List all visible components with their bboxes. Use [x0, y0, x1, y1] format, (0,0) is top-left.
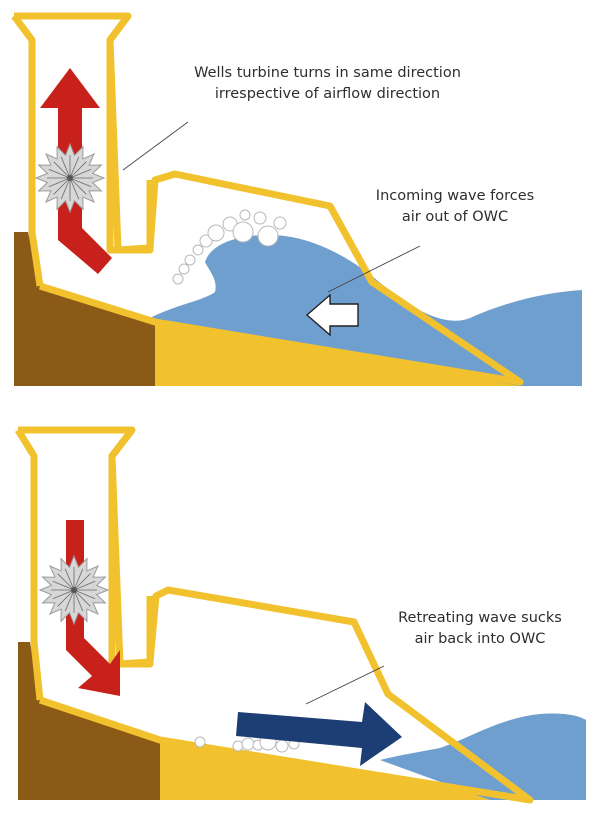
turbine-spoke [69, 177, 92, 188]
incoming-wave-label: Incoming wave forces air out of OWC [345, 186, 565, 228]
airflow-arrow-down [66, 520, 120, 696]
turbine-note-line-1: Wells turbine turns in same direction [194, 65, 461, 81]
turbine-spoke [64, 568, 75, 591]
turbine-spoke [69, 161, 87, 179]
turbine-spoke [57, 589, 75, 607]
turbine-spoke [73, 589, 91, 607]
turbine-spoke [53, 161, 71, 179]
chimney [11, 12, 154, 287]
turbine-spoke [48, 168, 71, 179]
turbine-spoke [48, 177, 71, 188]
turbine-spoke [73, 573, 91, 591]
turbine-spoke [57, 573, 75, 591]
incoming-wave-line-1: Incoming wave forces [375, 188, 535, 204]
turbine-note-line-2: irrespective of airflow direction [214, 86, 441, 102]
retreating-wave-line-1: Retreating wave sucks [398, 610, 562, 626]
turbine-spoke [69, 177, 87, 195]
turbine-spoke [52, 589, 75, 600]
turbine-pointer-line [122, 121, 189, 171]
foam-bubbles [172, 209, 287, 285]
turbine-spoke [69, 168, 92, 179]
wells-turbine-icon [38, 554, 110, 626]
air-direction-arrow-left [305, 293, 359, 337]
turbine-spoke [64, 589, 75, 612]
wave-pointer-line-top [327, 245, 421, 293]
turbine-spoke [60, 156, 71, 179]
turbine-hub [71, 587, 77, 593]
turbine-note-label: Wells turbine turns in same direction ir… [140, 63, 515, 105]
turbine-spoke [69, 156, 80, 179]
turbine-spoke [73, 589, 84, 612]
cliff [14, 232, 155, 386]
sea-water [380, 713, 586, 800]
owc-chamber-wall [38, 427, 534, 804]
wave-direction-arrow-right [236, 702, 402, 766]
retreating-wave-label: Retreating wave sucks air back into OWC [362, 608, 598, 650]
turbine-spoke [73, 568, 84, 591]
panel-retreating [15, 426, 586, 804]
owc-chamber-wall [38, 13, 524, 386]
retreating-wave-line-2: air back into OWC [414, 631, 546, 647]
panel-incoming [11, 12, 582, 386]
cliff [18, 642, 160, 800]
wells-turbine-icon [34, 142, 106, 214]
turbine-spoke [69, 177, 80, 200]
turbine-hub [67, 175, 73, 181]
turbine-spoke [60, 177, 71, 200]
wave-pointer-line-bottom [305, 665, 385, 705]
turbine-spoke [53, 177, 71, 195]
turbine-spoke [73, 580, 96, 591]
turbine-spoke [52, 580, 75, 591]
turbine-spoke [73, 589, 96, 600]
chimney [15, 426, 154, 701]
incoming-wave-line-2: air out of OWC [401, 209, 509, 225]
